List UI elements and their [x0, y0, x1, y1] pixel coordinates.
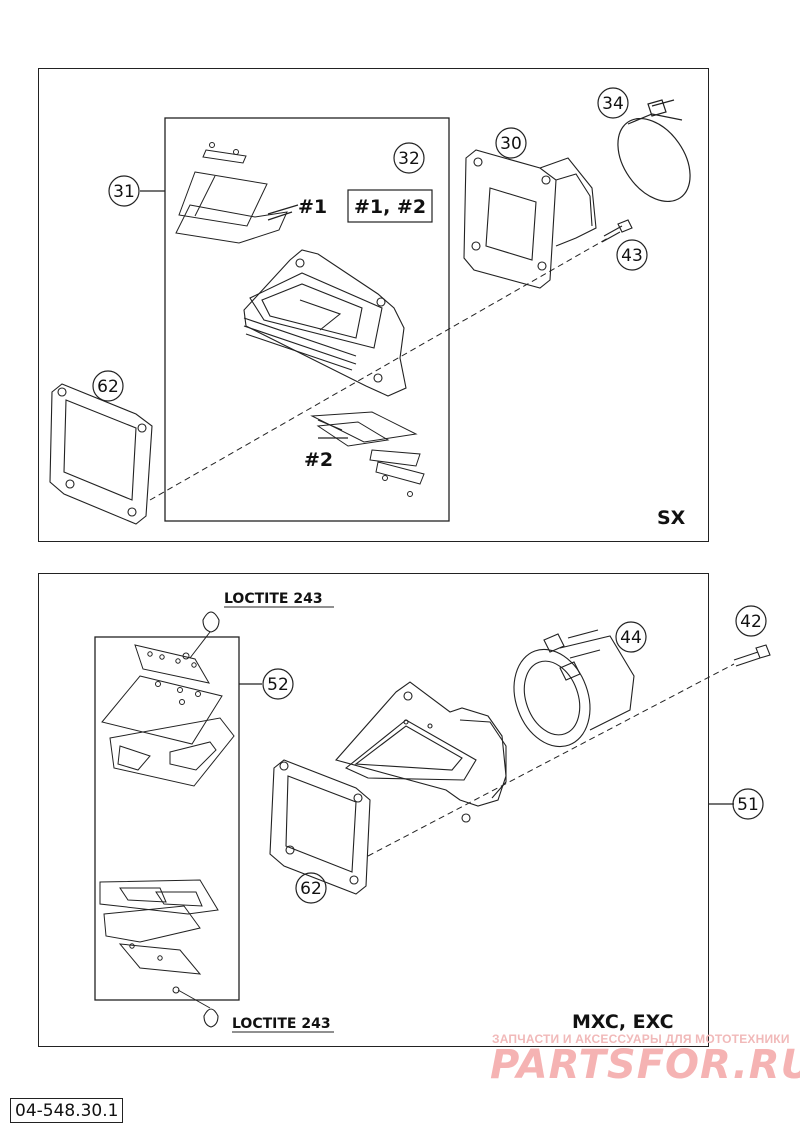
gasket-62-mxc [269, 759, 371, 895]
assembly-axis-sx [149, 237, 609, 501]
bolt-42 [733, 644, 771, 667]
panel-sx [38, 68, 709, 542]
reed-kit-frame [164, 117, 450, 522]
watermark-logo: PARTSFOR.RU [490, 1042, 800, 1088]
callout-32-circle [393, 142, 425, 174]
reed-valve-block [243, 249, 407, 397]
callout-30: 30 [500, 134, 522, 154]
panel-mxc-exc [38, 573, 709, 1047]
reed-kit-frame-mxc [94, 636, 240, 1001]
watermark-tagline: ЗАПЧАСТИ И АКСЕССУАРЫ ДЛЯ МОТОТЕХНИКИ [492, 1032, 790, 1046]
tag-2: #2 [304, 449, 333, 471]
callout-32: 32 [398, 149, 420, 169]
reed-stop-screws [202, 142, 247, 164]
callout-51: 51 [737, 795, 759, 815]
reed-petals-1 [175, 171, 288, 244]
callout-43: 43 [621, 246, 643, 266]
assembly-axis-mxc [367, 663, 735, 857]
loctite-label-bottom: LOCTITE 243 [232, 1016, 331, 1032]
callout-52: 52 [267, 675, 289, 695]
tag-1: #1 [298, 196, 327, 218]
callout-42: 42 [740, 612, 762, 632]
callout-62-mxc-circle [295, 872, 327, 904]
callout-52-circle [262, 668, 294, 700]
callout-62-sx-circle [92, 370, 124, 402]
reed-petals-2 [310, 411, 425, 497]
callout-43-circle [616, 239, 648, 271]
kit-tag: #1, #2 [354, 196, 426, 218]
callout-51-circle [732, 788, 764, 820]
kit-tag-box [347, 189, 433, 223]
reed-petals-mxc [101, 675, 235, 787]
callout-30-circle [495, 127, 527, 159]
callout-62-mxc: 62 [300, 879, 322, 899]
panel-label-mxc-exc: MXC, EXC [572, 1011, 674, 1033]
loctite-drop-top [202, 611, 220, 633]
intake-flange [463, 149, 597, 289]
reed-valve-block-mxc [335, 681, 507, 823]
callout-44: 44 [620, 628, 642, 648]
loctite-drop-bottom [203, 1008, 219, 1028]
intake-boot [513, 629, 635, 748]
reed-stop-plate [134, 644, 211, 684]
gasket-62-sx [49, 383, 153, 525]
document-code: 04-548.30.1 [10, 1098, 124, 1123]
callout-31-circle [108, 175, 140, 207]
callout-62-sx: 62 [97, 377, 119, 397]
panel-label-sx: SX [657, 507, 686, 529]
callout-42-circle [735, 605, 767, 637]
callout-34-circle [597, 87, 629, 119]
callout-31: 31 [113, 182, 135, 202]
callout-44-circle [615, 621, 647, 653]
bolt-43 [601, 219, 633, 243]
callout-34: 34 [602, 94, 624, 114]
reed-gaskets-lower [99, 879, 219, 994]
hose-clamp [617, 99, 691, 203]
loctite-label-top: LOCTITE 243 [224, 591, 323, 607]
